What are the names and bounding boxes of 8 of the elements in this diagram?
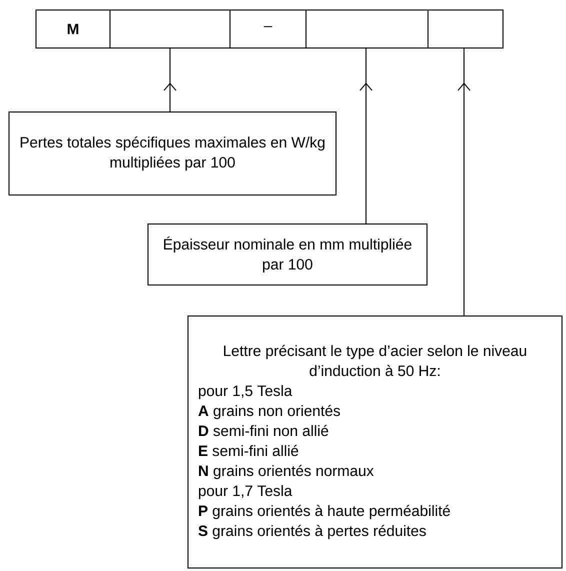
code-cell: –	[230, 10, 306, 48]
text-box: Épaisseur nominale en mm multipliée par 100	[148, 224, 428, 286]
empty-cell	[428, 10, 504, 48]
text-box: Lettre précisant le type d’acier selon le niveau d’induction à 50 Hz: pour 1,5 Tesla A grains non orientés D semi-fini non allié E semi-fini allié N grains orientés normaux pour 1,7 Tesla P grains orientés à haute perméabilité S grains orientés à pertes réduites	[188, 316, 562, 568]
text-box: Pertes totales spécifiques maximales en W/kg multipliées par 100	[8, 112, 336, 196]
empty-cell	[306, 10, 428, 48]
code-cell: M	[36, 10, 110, 48]
empty-cell	[110, 10, 230, 48]
